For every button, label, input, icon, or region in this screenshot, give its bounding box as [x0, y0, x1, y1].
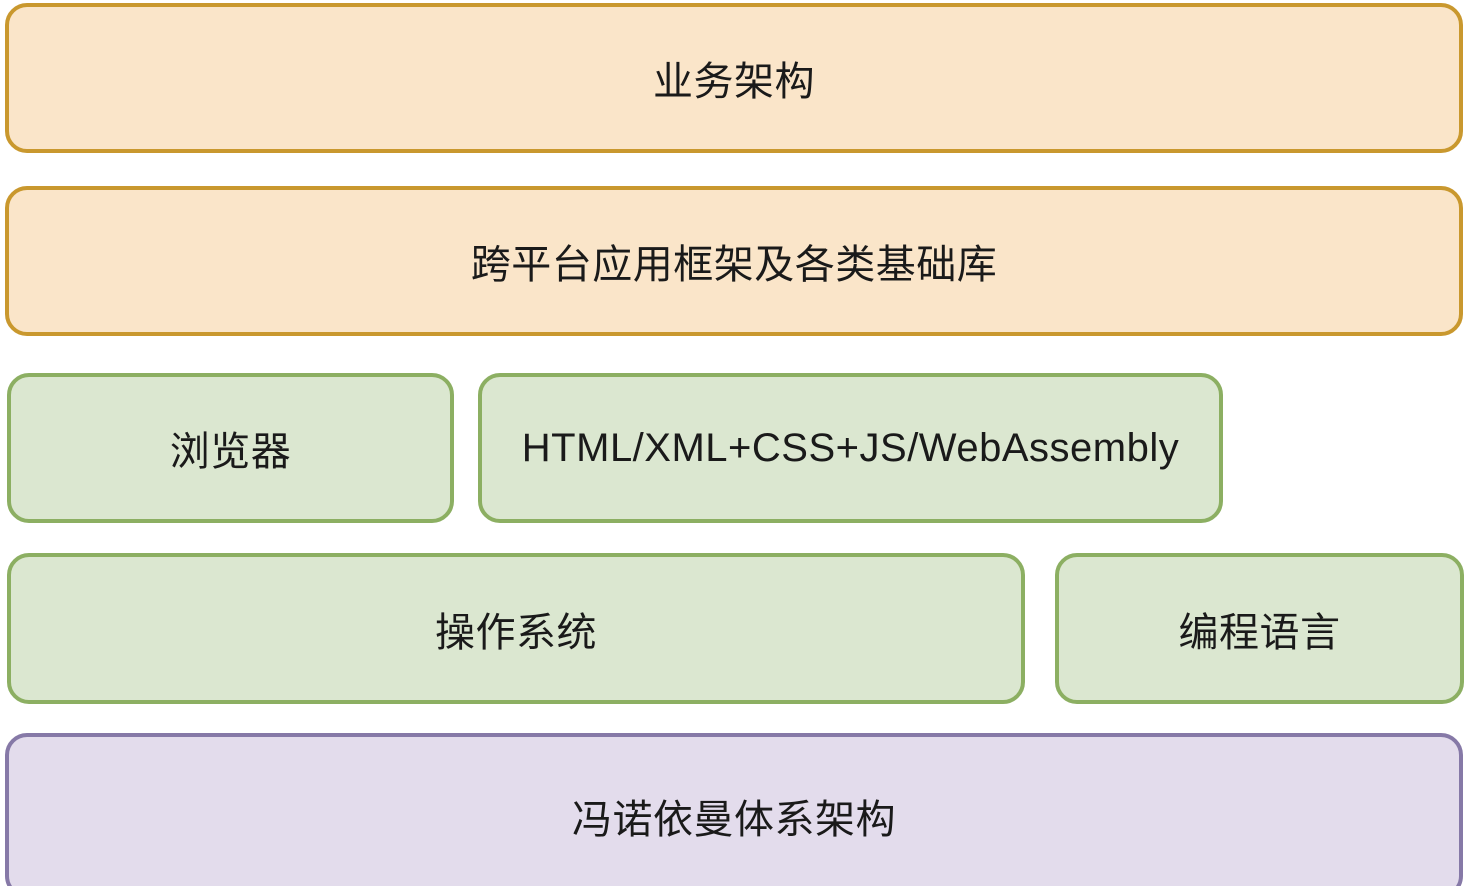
layer-cross-platform-framework-label: 跨平台应用框架及各类基础库 [470, 243, 998, 287]
layer-operating-system: 操作系统 [7, 553, 1025, 704]
layer-web-technologies-label: HTML/XML+CSS+JS/WebAssembly [521, 425, 1180, 470]
layer-web-technologies: HTML/XML+CSS+JS/WebAssembly [478, 373, 1223, 523]
layer-cross-platform-framework: 跨平台应用框架及各类基础库 [5, 186, 1463, 336]
layer-programming-language: 编程语言 [1055, 553, 1464, 704]
layer-von-neumann-architecture-label: 冯诺依曼体系架构 [572, 797, 896, 842]
layer-von-neumann-architecture: 冯诺依曼体系架构 [5, 733, 1463, 886]
layer-business-architecture-label: 业务架构 [653, 60, 815, 104]
layer-browser-label: 浏览器 [169, 430, 292, 474]
layer-business-architecture: 业务架构 [5, 3, 1463, 153]
layer-operating-system-label: 操作系统 [435, 610, 597, 655]
layer-programming-language-label: 编程语言 [1178, 610, 1341, 655]
layer-browser: 浏览器 [7, 373, 454, 523]
